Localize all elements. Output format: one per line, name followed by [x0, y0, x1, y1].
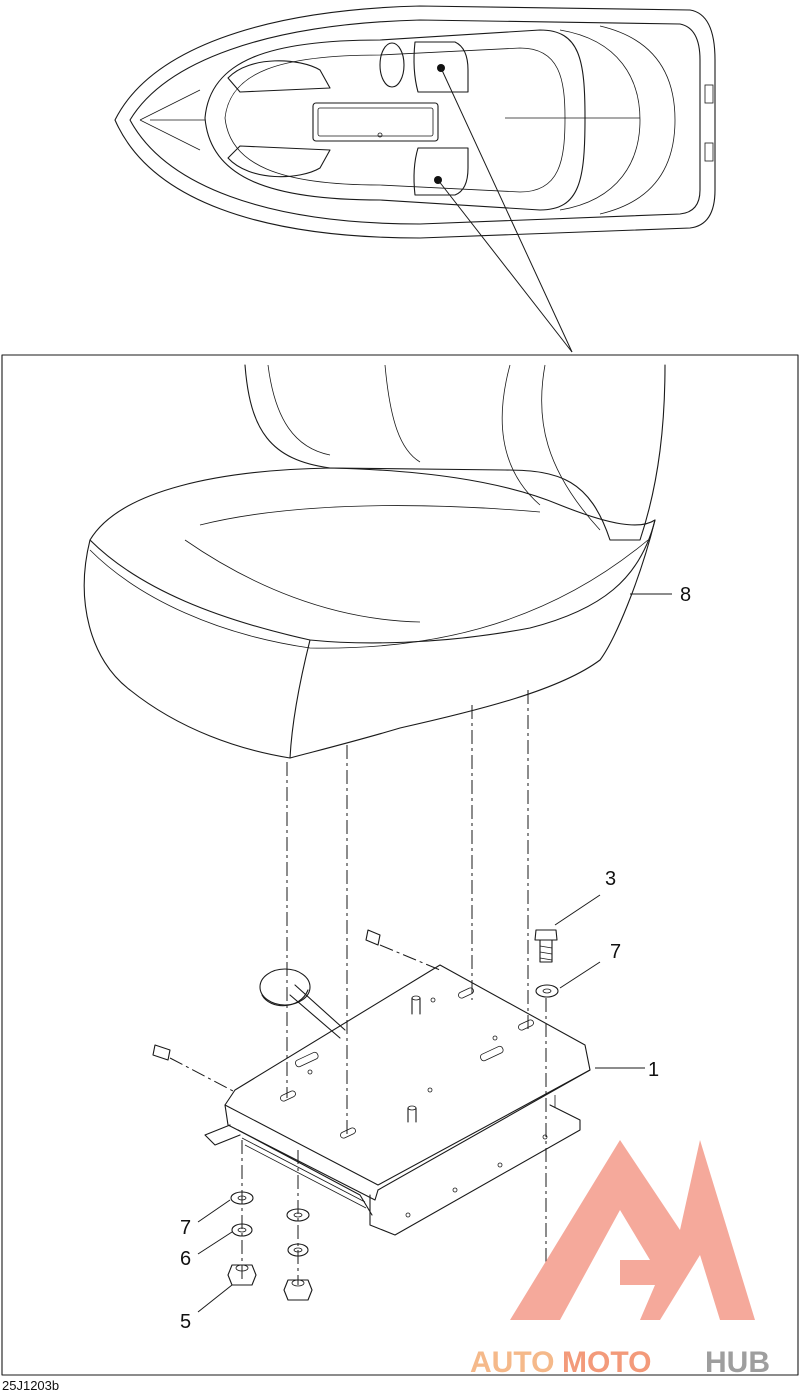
drawing-code: 25J1203b [2, 1378, 59, 1393]
bolt [534, 929, 558, 963]
callout-3: 3 [605, 868, 616, 890]
roll-pins [152, 929, 441, 1093]
release-knob [259, 968, 346, 1039]
seat-cushion [83, 364, 666, 759]
detail-frame [1, 354, 799, 1376]
callout-7-top: 7 [610, 941, 621, 963]
callout-6: 6 [180, 1248, 191, 1270]
callout-1: 1 [648, 1059, 659, 1081]
washer-top [535, 984, 559, 998]
watermark-hub: HUB [705, 1346, 770, 1379]
callout-5: 5 [180, 1311, 191, 1333]
watermark-logo: AUTO MOTO HUB [470, 1140, 770, 1379]
seat-base-bracket [204, 964, 591, 1236]
washer-flat-left [230, 1191, 310, 1222]
lock-washer [231, 1223, 309, 1257]
watermark-moto: MOTO [562, 1346, 651, 1379]
callout-7-bottom: 7 [180, 1217, 191, 1239]
watermark-auto: AUTO [470, 1346, 554, 1379]
hull-top-view [114, 5, 716, 353]
nut [227, 1264, 313, 1301]
callout-8: 8 [680, 584, 691, 606]
